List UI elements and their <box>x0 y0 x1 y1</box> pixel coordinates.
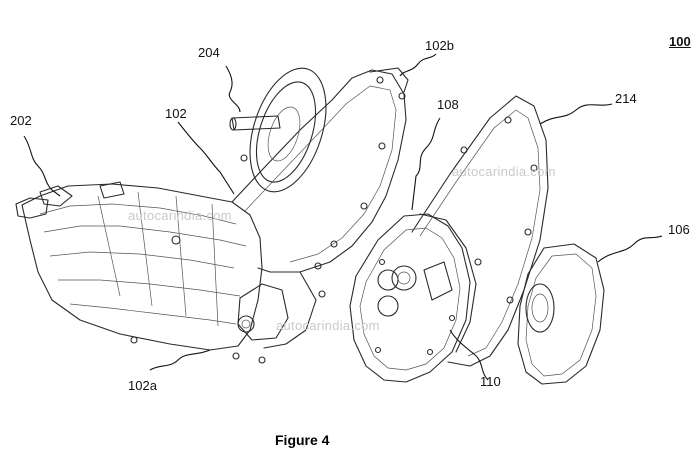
label-106: 106 <box>668 222 690 237</box>
watermark-3: autocarindia.com <box>276 318 380 333</box>
leader-lines <box>23 53 663 381</box>
casing-102b <box>231 67 409 349</box>
label-102a: 102a <box>128 378 157 393</box>
bracket <box>237 283 289 341</box>
disc-204 <box>229 67 327 193</box>
cover-106 <box>517 243 605 385</box>
figure-caption: Figure 4 <box>275 432 330 448</box>
cover-110 <box>349 213 477 383</box>
housing-102 <box>15 181 266 364</box>
gasket-214 <box>411 95 549 367</box>
label-202: 202 <box>10 113 32 128</box>
watermark-1: autocarindia.com <box>128 208 232 223</box>
label-108: 108 <box>437 97 459 112</box>
label-102: 102 <box>165 106 187 121</box>
label-102b: 102b <box>425 38 454 53</box>
figure-number-label: 100 <box>669 34 691 49</box>
label-214: 214 <box>615 91 637 106</box>
watermark-2: autocarindia.com <box>452 164 556 179</box>
label-110: 110 <box>480 374 501 389</box>
label-204: 204 <box>198 45 220 60</box>
